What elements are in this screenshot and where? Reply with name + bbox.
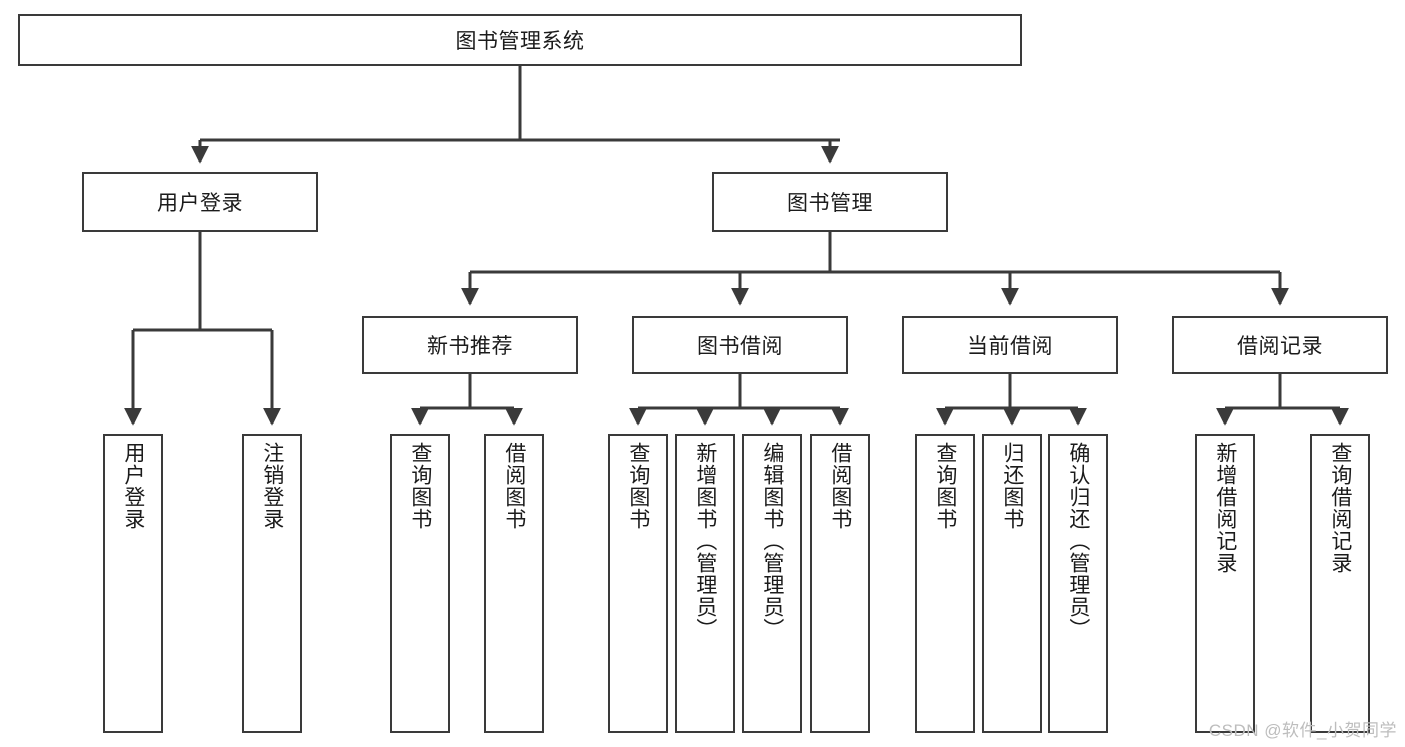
node-leaf-query-book-2[interactable]: 查询图书	[608, 434, 668, 733]
node-leaf-query-book-3[interactable]: 查询图书	[915, 434, 975, 733]
node-label: 当前借阅	[967, 335, 1053, 358]
node-label: 查询图书	[408, 442, 432, 530]
node-leaf-add-record[interactable]: 新增借阅记录	[1195, 434, 1255, 733]
node-label: 编辑图书（管理员）	[760, 442, 784, 640]
csdn-watermark: CSDN @软件_小贺同学	[1208, 721, 1397, 740]
node-label: 注销登录	[260, 442, 284, 530]
node-label: 借阅记录	[1237, 335, 1323, 358]
node-book-manage[interactable]: 图书管理	[712, 172, 948, 232]
node-label: 图书管理系统	[455, 30, 585, 53]
node-leaf-logout-login[interactable]: 注销登录	[242, 434, 302, 733]
node-label: 新增借阅记录	[1213, 442, 1237, 574]
node-label: 归还图书	[1000, 442, 1024, 530]
node-label: 新增图书（管理员）	[693, 442, 717, 640]
node-leaf-confirm-return[interactable]: 确认归还（管理员）	[1048, 434, 1108, 733]
node-label: 查询借阅记录	[1328, 442, 1352, 574]
node-label: 新书推荐	[427, 335, 513, 358]
node-label: 借阅图书	[828, 442, 852, 530]
node-leaf-borrow-book-2[interactable]: 借阅图书	[810, 434, 870, 733]
node-user-login[interactable]: 用户登录	[82, 172, 318, 232]
node-current-borrow[interactable]: 当前借阅	[902, 316, 1118, 374]
node-book-management-system[interactable]: 图书管理系统	[18, 14, 1022, 66]
node-leaf-query-record[interactable]: 查询借阅记录	[1310, 434, 1370, 733]
node-label: 图书管理	[787, 192, 873, 215]
node-label: 查询图书	[933, 442, 957, 530]
node-leaf-borrow-book-1[interactable]: 借阅图书	[484, 434, 544, 733]
node-leaf-edit-book[interactable]: 编辑图书（管理员）	[742, 434, 802, 733]
node-borrow-record[interactable]: 借阅记录	[1172, 316, 1388, 374]
node-leaf-user-login[interactable]: 用户登录	[103, 434, 163, 733]
node-leaf-query-book-1[interactable]: 查询图书	[390, 434, 450, 733]
node-label: 确认归还（管理员）	[1066, 442, 1090, 640]
node-book-borrow[interactable]: 图书借阅	[632, 316, 848, 374]
node-label: 查询图书	[626, 442, 650, 530]
node-label: 图书借阅	[697, 335, 783, 358]
node-leaf-add-book[interactable]: 新增图书（管理员）	[675, 434, 735, 733]
node-leaf-return-book[interactable]: 归还图书	[982, 434, 1042, 733]
node-label: 借阅图书	[502, 442, 526, 530]
node-label: 用户登录	[121, 442, 145, 530]
node-new-book-recommend[interactable]: 新书推荐	[362, 316, 578, 374]
node-label: 用户登录	[157, 192, 243, 215]
